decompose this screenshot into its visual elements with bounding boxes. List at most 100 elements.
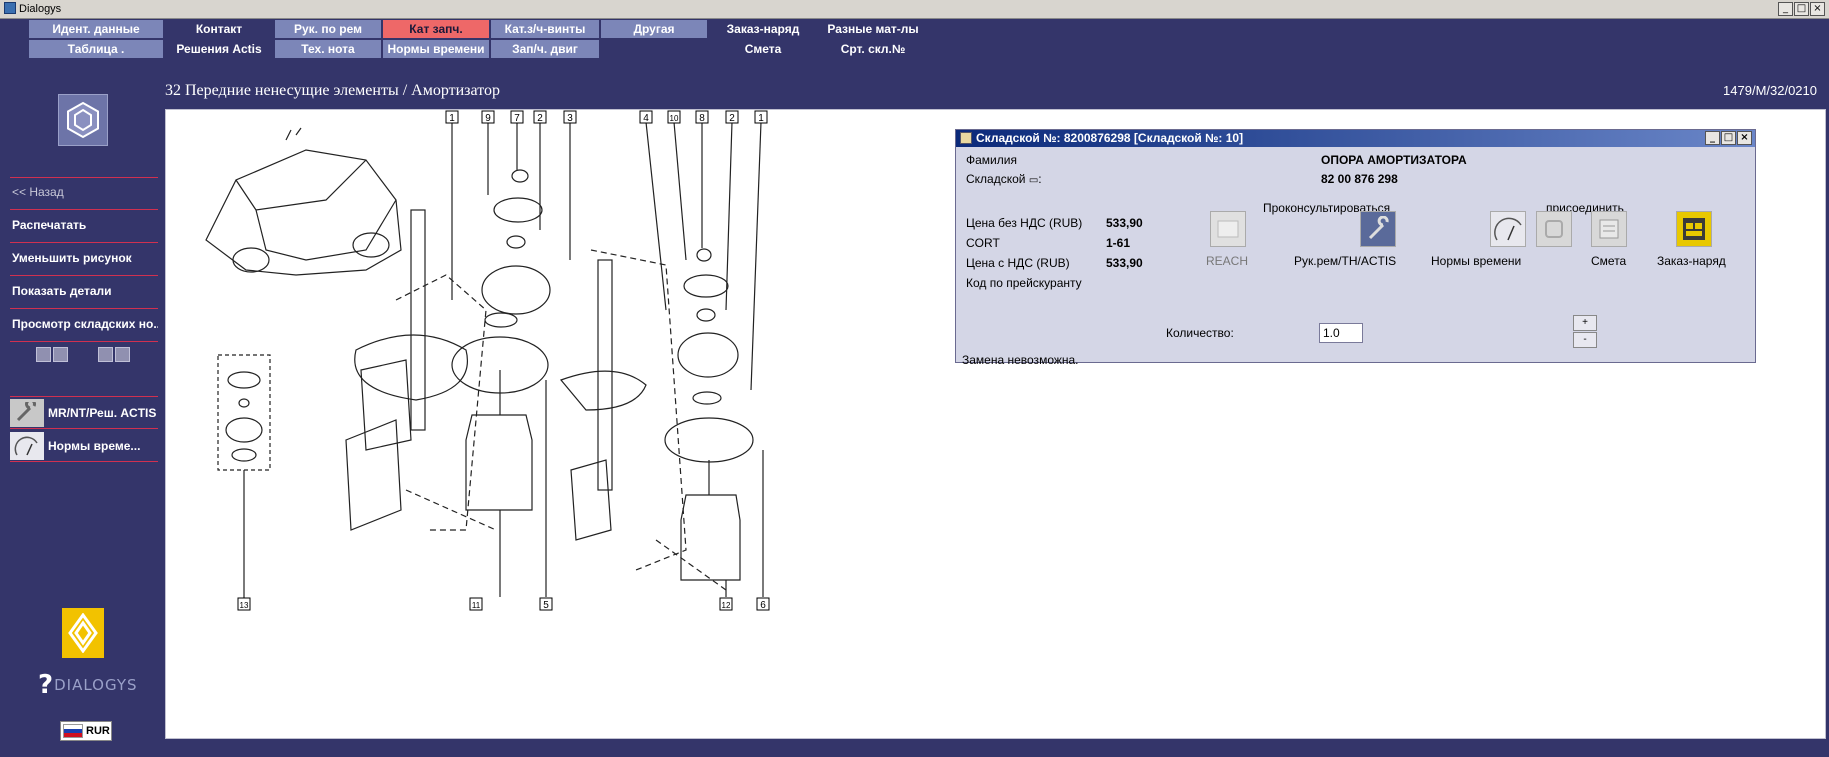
prev-page-button[interactable] [53,347,68,362]
divider [10,396,158,397]
callout-label: 1 [758,113,764,124]
part-dialog[interactable]: Складской №: 8200876298 [Складской №: 10… [955,129,1756,367]
callout-box[interactable] [695,110,709,124]
gauge-icon [10,431,44,460]
actis-tool[interactable]: MR/NT/Реш. ACTIS [10,397,158,429]
callout-label: 9 [485,113,491,124]
callout-box[interactable] [237,597,251,611]
callout-label: 1 [449,113,455,124]
price-vat-value: 533,90 [1106,256,1143,270]
part-number-value: 82 00 876 298 [1321,172,1398,186]
page-ref: 1479/M/32/0210 [1723,83,1817,98]
app-icon [4,2,16,14]
disabled-tool-icon [1536,211,1572,247]
callout-box[interactable] [481,110,495,124]
menu-other[interactable]: Другая [601,20,707,38]
dialog-titlebar[interactable]: Складской №: 8200876298 [Складской №: 10… [956,130,1755,147]
menu-table[interactable]: Таблица . [29,40,163,58]
callout-box[interactable] [445,110,459,124]
menu-actis[interactable]: Решения Actis [165,40,273,58]
family-label: Фамилия [966,153,1017,167]
pricelist-label: Код по прейскуранту [966,276,1082,290]
wrench-icon [10,398,44,427]
back-link[interactable]: << Назад [10,178,158,210]
russia-flag-icon [63,724,83,738]
maximize-button[interactable]: □ [1794,2,1809,16]
menu-estimate[interactable]: Смета [709,40,817,58]
currency-label: RUR [86,725,110,737]
dialog-close-button[interactable]: × [1737,131,1752,145]
callout-label: 2 [729,113,735,124]
menu-engine-parts[interactable]: Зап/ч. двиг [491,40,599,58]
quantity-increment-button[interactable]: + [1573,315,1597,331]
callout-box[interactable] [533,110,547,124]
zoom-out-link[interactable]: Уменьшить рисунок [10,244,158,276]
work-order-icon[interactable] [1676,211,1712,247]
callout-label: 5 [543,600,549,611]
callout-label: 7 [514,113,520,124]
labor-times-tool[interactable]: Нормы време... [10,430,158,462]
menu-labor-times[interactable]: Нормы времени [383,40,489,58]
quantity-input[interactable]: 1.0 [1319,323,1363,343]
currency-flag[interactable]: RUR [60,721,112,741]
repair-manual-icon[interactable] [1360,211,1396,247]
callout-box[interactable] [469,597,483,611]
callout-label: 4 [643,113,649,124]
menu-contact[interactable]: Контакт [165,20,273,38]
callout-box[interactable] [719,597,733,611]
reach-icon[interactable] [1210,211,1246,247]
callout-box[interactable] [639,110,653,124]
window-titlebar: Dialogys _ □ × [0,0,1829,19]
minimize-button[interactable]: _ [1778,2,1793,16]
labor-times-icon[interactable] [1490,211,1526,247]
view-part-numbers-link[interactable]: Просмотр складских но... [10,310,158,342]
callout-box[interactable] [563,110,577,124]
print-link[interactable]: Распечатать [10,211,158,243]
price-net-value: 533,90 [1106,216,1143,230]
quantity-label: Количество: [1166,326,1234,340]
window-title: Dialogys [19,3,62,15]
reach-label: REACH [1206,254,1249,268]
show-details-link[interactable]: Показать детали [10,277,158,309]
callout-box[interactable] [667,110,681,124]
callout-box[interactable] [756,597,770,611]
menu-tech-note[interactable]: Тех. нота [275,40,381,58]
callout-box[interactable] [510,110,524,124]
callout-box[interactable] [539,597,553,611]
dialog-app-icon [960,132,972,144]
callout-label: 8 [699,113,705,124]
close-button[interactable]: × [1810,2,1825,16]
menu-parts-catalog[interactable]: Кат запч. [383,20,489,38]
copy-icon[interactable]: ▭ [1028,175,1039,186]
last-page-button[interactable] [115,347,130,362]
hex-logo-icon[interactable] [58,94,108,146]
price-net-label: Цена без НДС (RUB) [966,216,1083,230]
status-text: Замена невозможна. [962,353,1079,367]
part-number-label: Складской ▭: [966,172,1042,186]
menu-work-order[interactable]: Заказ-наряд [709,20,817,38]
callout-label: 11 [472,601,481,610]
menu-screws-catalog[interactable]: Кат.з/ч-винты [491,20,599,38]
menu-ident[interactable]: Идент. данные [29,20,163,38]
callout-label: 13 [240,601,249,610]
menu-repair-manual[interactable]: Рук. по рем [275,20,381,38]
menu-part-number[interactable]: Срт. скл.№ [819,40,927,58]
next-page-button[interactable] [98,347,113,362]
callout-label: 3 [567,113,573,124]
menu-misc-materials[interactable]: Разные мат-лы [819,20,927,38]
dialog-maximize-button[interactable]: □ [1721,131,1736,145]
estimate-label: Смета [1591,254,1627,268]
quantity-decrement-button[interactable]: - [1573,332,1597,348]
first-page-button[interactable] [36,347,51,362]
repair-manual-label: Рук.рем/TH/ACTIS [1294,254,1397,268]
cort-value: 1-61 [1106,236,1131,250]
dialog-minimize-button[interactable]: _ [1705,131,1720,145]
estimate-icon[interactable] [1591,211,1627,247]
callout-label: 10 [670,114,679,123]
callout-box[interactable] [725,110,739,124]
nav-buttons [36,347,130,362]
callout-box[interactable] [754,110,768,124]
labor-times-tool-label: Нормы време... [48,438,141,453]
price-vat-label: Цена с НДС (RUB) [966,256,1070,270]
